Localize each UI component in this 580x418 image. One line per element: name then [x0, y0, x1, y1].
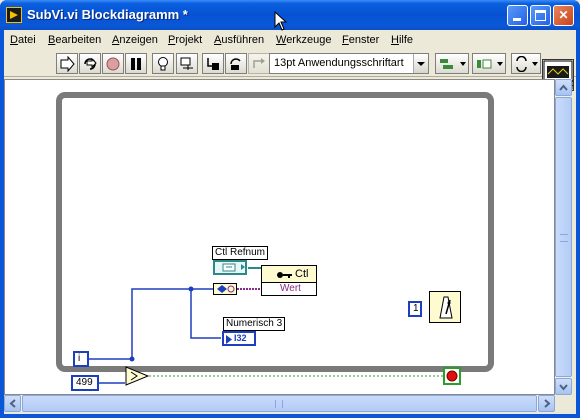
numeric-indicator[interactable]: I32	[222, 331, 256, 346]
menu-projekt[interactable]: Projekt	[168, 34, 203, 46]
ctl-refnum-terminal[interactable]	[213, 260, 247, 275]
retain-wire-values-button[interactable]	[176, 53, 198, 74]
scroll-up-button[interactable]	[555, 79, 572, 96]
distribute-icon	[477, 59, 503, 69]
property-node-header[interactable]: Ctl	[261, 265, 317, 283]
property-node-class: Ctl	[295, 268, 309, 280]
scroll-left-button[interactable]	[4, 395, 21, 412]
indicator-type: I32	[234, 333, 247, 343]
step-out-button[interactable]	[248, 53, 270, 74]
vertical-scroll-thumb[interactable]	[555, 97, 572, 377]
menu-bar: Datei Bearbeiten Anzeigen Projekt Ausfüh…	[4, 30, 576, 51]
close-button[interactable]: ✕	[553, 5, 574, 26]
font-select-value: 13pt Anwendungsschriftart	[274, 57, 404, 69]
block-diagram-canvas[interactable]: Ctl Refnum Ctl Wert Numerisch 3 I32	[4, 79, 555, 395]
refnum-icon	[222, 263, 245, 272]
labview-app-icon[interactable]	[6, 7, 22, 23]
menu-datei[interactable]: Datei	[10, 34, 36, 46]
metronome-icon	[439, 296, 453, 319]
wait-constant[interactable]: 1	[408, 301, 422, 317]
maximize-icon	[535, 10, 546, 21]
title-bar[interactable]: SubVi.vi Blockdiagramm * ✕	[0, 0, 580, 30]
window-client: Datei Bearbeiten Anzeigen Projekt Ausfüh…	[4, 30, 576, 414]
ctl-refnum-label[interactable]: Ctl Refnum	[212, 246, 269, 260]
grip-icon	[560, 234, 568, 242]
scroll-down-button[interactable]	[555, 378, 572, 395]
reorder-icon	[516, 56, 538, 72]
minimize-icon	[513, 18, 521, 21]
pause-icon	[131, 58, 141, 70]
wait-ms-node[interactable]	[429, 291, 461, 323]
align-objects-button[interactable]	[435, 53, 469, 74]
run-continuously-button[interactable]	[79, 53, 101, 74]
variant-icon	[217, 285, 235, 293]
key-icon	[277, 272, 292, 278]
step-over-button[interactable]	[225, 53, 247, 74]
pause-button[interactable]	[125, 53, 147, 74]
numeric-constant[interactable]: 499	[71, 375, 99, 391]
chevron-up-icon	[559, 84, 568, 91]
menu-anzeigen[interactable]: Anzeigen	[112, 34, 158, 46]
chevron-left-icon	[9, 399, 16, 408]
indicator-arrow-icon	[226, 335, 232, 344]
chevron-right-icon	[544, 399, 551, 408]
menu-bearbeiten[interactable]: Bearbeiten	[48, 34, 102, 46]
maximize-button[interactable]	[530, 5, 551, 26]
close-icon: ✕	[558, 8, 569, 22]
property-node-item[interactable]: Wert	[261, 282, 317, 296]
stop-circle-icon	[106, 57, 120, 71]
chevron-down-icon[interactable]	[413, 54, 428, 73]
font-select[interactable]: 13pt Anwendungsschriftart	[269, 53, 429, 74]
indicator-label[interactable]: Numerisch 3	[223, 317, 286, 331]
size-grip[interactable]	[555, 395, 572, 412]
horizontal-scrollbar[interactable]	[4, 395, 555, 412]
step-over-icon	[230, 58, 241, 70]
wire-i-to-indicator	[131, 288, 221, 359]
lightbulb-icon	[158, 57, 168, 71]
probe-icon	[180, 57, 193, 70]
run-button[interactable]	[56, 53, 78, 74]
step-into-icon	[207, 58, 219, 70]
highlight-execution-button[interactable]	[152, 53, 174, 74]
run-continuously-icon	[84, 57, 97, 70]
menu-ausfuehren[interactable]: Ausführen	[214, 34, 265, 46]
greater-compare-node[interactable]	[125, 366, 150, 386]
property-node-prop: Wert	[280, 283, 301, 294]
wire-junction	[188, 286, 194, 292]
window-title: SubVi.vi Blockdiagramm *	[27, 7, 188, 22]
chevron-down-icon	[559, 384, 568, 391]
to-variant-node[interactable]	[213, 283, 237, 295]
distribute-objects-button[interactable]	[472, 53, 506, 74]
align-icon	[440, 59, 466, 69]
scroll-right-button[interactable]	[538, 395, 555, 412]
mouse-cursor-icon	[274, 11, 288, 31]
horizontal-scroll-thumb[interactable]	[22, 395, 537, 412]
iteration-terminal[interactable]: i	[73, 351, 89, 367]
vertical-scrollbar[interactable]	[555, 79, 572, 395]
run-arrow-icon	[60, 56, 75, 72]
while-loop-border	[56, 92, 494, 372]
greater-icon	[125, 366, 150, 386]
reorder-button[interactable]	[511, 53, 541, 74]
stop-icon	[446, 370, 458, 382]
step-into-button[interactable]	[202, 53, 224, 74]
grip-icon	[275, 400, 283, 408]
step-out-icon	[253, 58, 265, 68]
minimize-button[interactable]	[507, 5, 528, 26]
toolbar: 13pt Anwendungsschriftart 2	[4, 51, 576, 91]
menu-hilfe[interactable]: Hilfe	[391, 34, 414, 46]
wire-junction	[129, 356, 135, 362]
diagram-graphics	[56, 92, 494, 384]
menu-fenster[interactable]: Fenster	[342, 34, 380, 46]
stop-terminal[interactable]	[443, 367, 461, 385]
abort-button[interactable]	[102, 53, 124, 74]
menu-werkzeuge[interactable]: Werkzeuge	[276, 34, 332, 46]
